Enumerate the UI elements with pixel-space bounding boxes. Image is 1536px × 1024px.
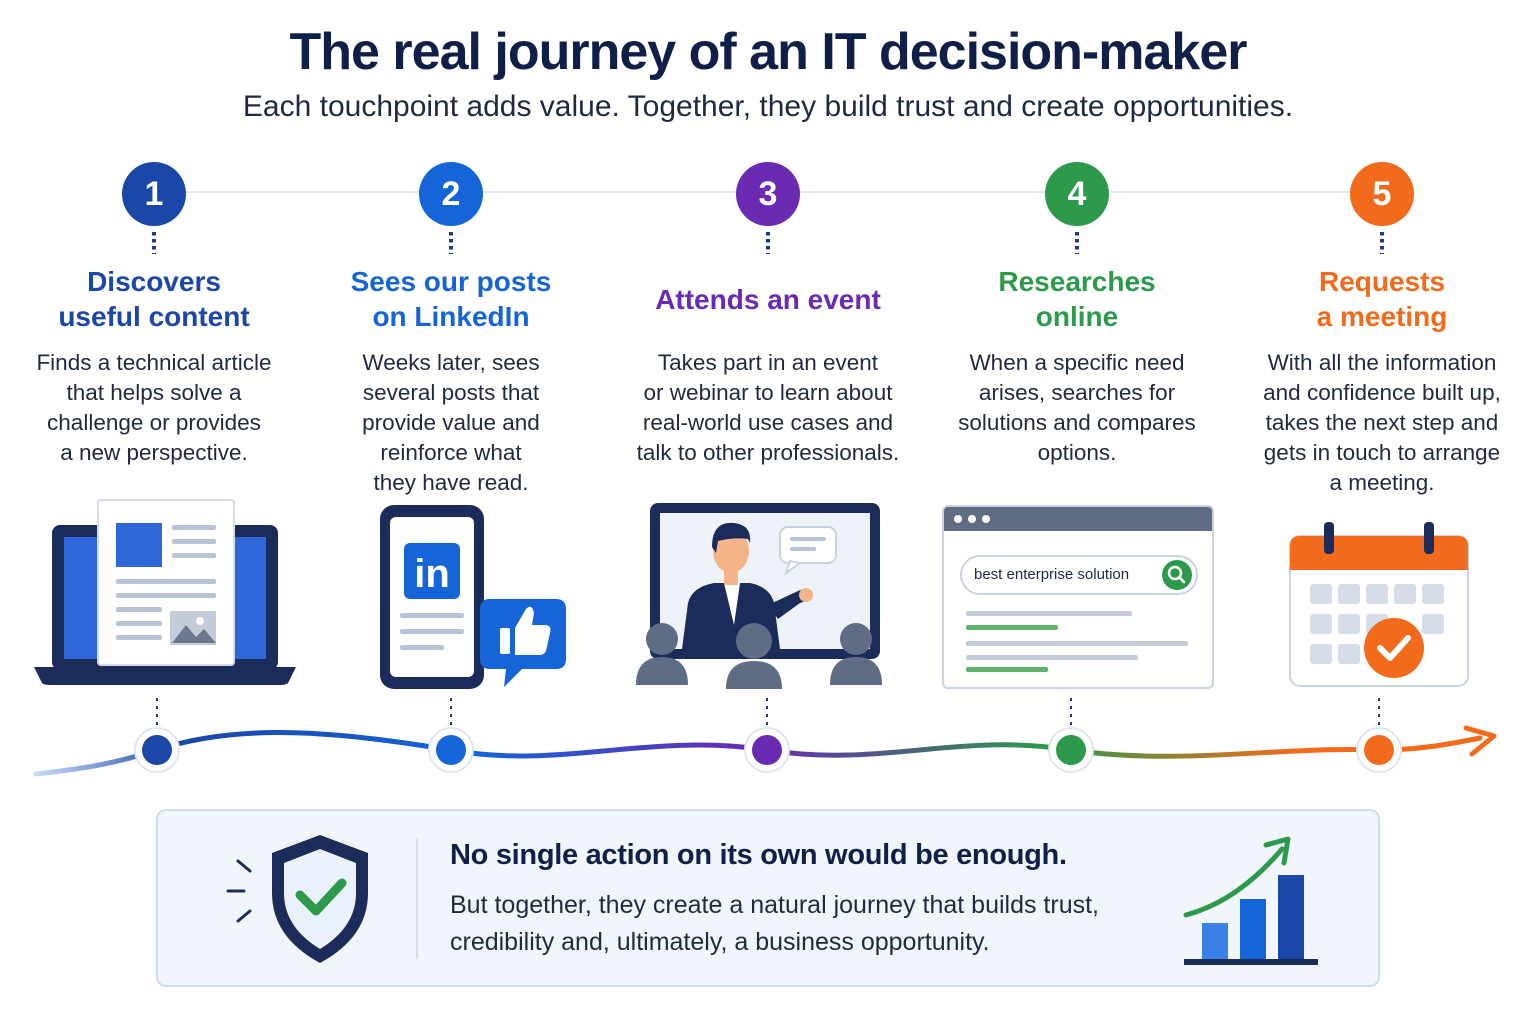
search-query: best enterprise solution — [974, 566, 1130, 583]
search-result-line — [966, 625, 1058, 630]
journey-node-3 — [744, 727, 790, 773]
linkedin-logo-text: in — [414, 552, 450, 596]
step-3: 3 Attends an event Takes part in an even… — [603, 162, 933, 468]
step-2-dots — [449, 232, 453, 254]
step-2: 2 Sees our posts on LinkedIn Weeks later… — [301, 162, 601, 498]
search-result-line — [966, 667, 1048, 672]
step-5-dots — [1380, 232, 1384, 254]
calendar-check-icon — [1289, 522, 1469, 687]
journey-node-1 — [134, 727, 180, 773]
step-3-number: 3 — [736, 162, 800, 226]
page-title: The real journey of an IT decision-maker — [289, 23, 1248, 81]
step-4-title: Researches online — [998, 266, 1156, 332]
step-5-number: 5 — [1350, 162, 1414, 226]
arrow-head-icon — [1463, 725, 1497, 757]
summary-title: No single action on its own would be eno… — [450, 839, 1067, 871]
step-1: 1 Discovers useful content Finds a techn… — [4, 162, 304, 468]
step-1-number: 1 — [122, 162, 186, 226]
search-result-line — [966, 655, 1138, 660]
step-5: 5 Requests a meeting With all the inform… — [1232, 162, 1532, 498]
step-2-number: 2 — [419, 162, 483, 226]
step-4-dots — [1075, 232, 1079, 254]
step-1-title: Discovers useful content — [58, 266, 250, 332]
journey-node-2 — [428, 727, 474, 773]
thumbs-up-icon — [480, 599, 566, 687]
search-input[interactable]: best enterprise solution — [960, 555, 1198, 595]
step-5-title: Requests a meeting — [1316, 266, 1448, 332]
search-result-line — [966, 611, 1132, 616]
shield-check-icon — [226, 835, 368, 963]
browser-search-window: best enterprise solution — [942, 505, 1214, 689]
journey-timeline — [33, 698, 1497, 777]
step-3-title: Attends an event — [655, 283, 881, 315]
page-subtitle: Each touchpoint adds value. Together, th… — [242, 90, 1294, 123]
laptop-article-icon — [34, 499, 296, 685]
step-5-description: With all the information and confidence … — [1263, 350, 1501, 495]
window-dot-icon — [982, 515, 990, 523]
journey-node-5 — [1356, 727, 1402, 773]
search-icon[interactable] — [1162, 560, 1192, 590]
step-2-description: Weeks later, sees several posts that pro… — [362, 350, 540, 495]
step-4-number: 4 — [1045, 162, 1109, 226]
step-3-description: Takes part in an event or webinar to lea… — [636, 350, 900, 465]
journey-node-4 — [1048, 727, 1094, 773]
step-1-dots — [152, 232, 156, 254]
growth-chart-icon — [1183, 836, 1318, 965]
step-4: 4 Researches online When a specific need… — [927, 162, 1227, 468]
step-3-dots — [766, 232, 770, 254]
step-4-description: When a specific need arises, searches fo… — [958, 350, 1196, 465]
summary-divider — [416, 839, 418, 959]
webinar-presenter-icon — [636, 503, 882, 689]
window-dot-icon — [968, 515, 976, 523]
window-dot-icon — [954, 515, 962, 523]
step-2-title: Sees our posts on LinkedIn — [350, 266, 552, 332]
summary-text: But together, they create a natural jour… — [450, 891, 1099, 956]
browser-titlebar — [944, 507, 1212, 531]
search-result-line — [966, 641, 1188, 646]
step-1-description: Finds a technical article that helps sol… — [36, 350, 272, 465]
summary-box: No single action on its own would be eno… — [156, 809, 1380, 987]
phone-linkedin-icon: in — [380, 505, 566, 689]
